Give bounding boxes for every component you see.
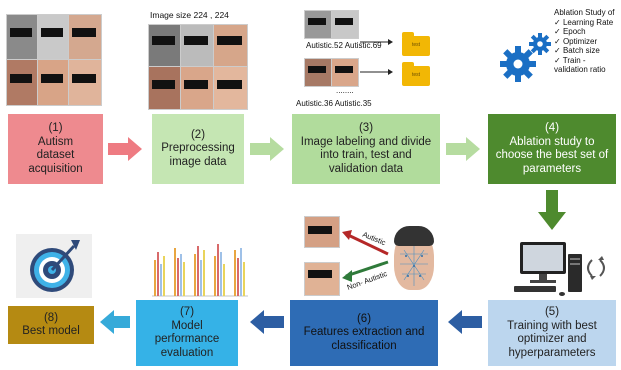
labeled-images-group: Autistic.52 Autistic.69 ........ Autisti…	[296, 8, 456, 112]
arrow-5-to-6	[448, 310, 482, 334]
autistic-label-bottom: Autistic.36 Autistic.35	[296, 99, 372, 108]
step-number: (8)	[43, 311, 59, 324]
arrow-1-to-2	[108, 137, 142, 161]
head-hair	[394, 226, 434, 246]
step-number: (5)	[544, 306, 560, 318]
face-mesh	[400, 246, 428, 286]
ablation-item: ✓ Train - validation ratio	[554, 55, 606, 75]
step-number: (3)	[358, 122, 374, 134]
ablation-item: ✓ Learning Rate	[554, 17, 614, 27]
step-number: (6)	[356, 312, 372, 325]
arrow-3-to-4	[446, 137, 480, 161]
step-text: dataset	[36, 149, 75, 161]
step-6-box: (6) Features extraction and classificati…	[290, 300, 438, 366]
step-text: image data	[169, 155, 227, 168]
face-thumbnail	[37, 14, 69, 60]
gears-icon	[500, 33, 551, 82]
non-autistic-face-image	[304, 262, 340, 296]
ablation-item: ✓ Epoch	[554, 27, 586, 36]
step-1-box: (1) Autism dataset acquisition	[8, 114, 103, 184]
dataset-face-collage	[6, 14, 102, 106]
arrow-7-to-8	[100, 310, 130, 334]
step-5-box: (5) Training with best optimizer and hyp…	[488, 300, 616, 366]
check-icon: ✓	[554, 27, 563, 36]
folder-arrows	[360, 39, 393, 75]
check-icon: ✓	[554, 55, 563, 65]
step-text: parameters	[522, 162, 582, 175]
ablation-item: ✓ Batch size	[554, 46, 600, 55]
step-text: Model	[171, 319, 203, 332]
step-text: Ablation study to	[509, 135, 595, 148]
step-text: Preprocessing	[161, 142, 235, 155]
dots-label: ........	[336, 86, 354, 95]
arrow-4-to-5	[538, 190, 566, 230]
target-icon	[30, 240, 80, 292]
preprocessed-face-collage	[148, 24, 248, 110]
folder-icon: test	[402, 62, 430, 86]
performance-chart-thumbnail	[152, 244, 248, 297]
step-number: (7)	[179, 306, 195, 318]
step-text: classification	[331, 339, 397, 352]
ablation-title: Ablation Study of	[554, 8, 615, 17]
step-text: optimizer and	[517, 333, 587, 345]
arrow-6-to-7	[250, 310, 284, 334]
check-icon: ✓	[554, 36, 563, 46]
step-number: (4)	[544, 122, 560, 134]
step-number: (1)	[48, 122, 63, 134]
step-8-box: (8) Best model	[8, 306, 94, 344]
step-text: Training with best	[507, 319, 597, 332]
ablation-item: ✓ Optimizer	[554, 36, 598, 46]
classification-arrows	[342, 230, 389, 282]
folder-icon: test	[402, 32, 430, 56]
step-7-box: (7) Model performance evaluation	[136, 300, 238, 366]
step-text: Image labeling and divide	[300, 135, 432, 148]
face-thumbnail	[6, 14, 38, 60]
ablation-list: Ablation Study of ✓ Learning Rate ✓ Epoc…	[554, 8, 620, 75]
step-text: choose the best set of	[495, 149, 609, 161]
image-size-label: Image size 224 , 224	[150, 10, 229, 20]
computer-icon	[514, 242, 605, 296]
step-text: evaluation	[160, 346, 214, 359]
check-icon: ✓	[554, 46, 563, 55]
step-text: Features extraction and	[303, 326, 425, 339]
step-number: (2)	[190, 128, 206, 141]
step-2-box: (2) Preprocessing image data	[152, 114, 244, 184]
step-text: hyperparameters	[508, 346, 596, 359]
autistic-label-top: Autistic.52 Autistic.69	[306, 41, 382, 50]
step-text: Best model	[22, 325, 80, 337]
step-text: acquisition	[28, 162, 83, 175]
step-text: performance	[154, 333, 220, 345]
step-text: validation data	[328, 162, 404, 175]
check-icon: ✓	[554, 17, 563, 27]
step-text: into train, test and	[320, 149, 412, 161]
face-thumbnail	[68, 14, 102, 60]
step-4-box: (4) Ablation study to choose the best se…	[488, 114, 616, 184]
arrow-2-to-3	[250, 137, 284, 161]
classification-illustration: Autistic Non- Autistic	[296, 212, 466, 300]
step-3-box: (3) Image labeling and divide into train…	[292, 114, 440, 184]
step-text: Autism	[37, 135, 74, 148]
